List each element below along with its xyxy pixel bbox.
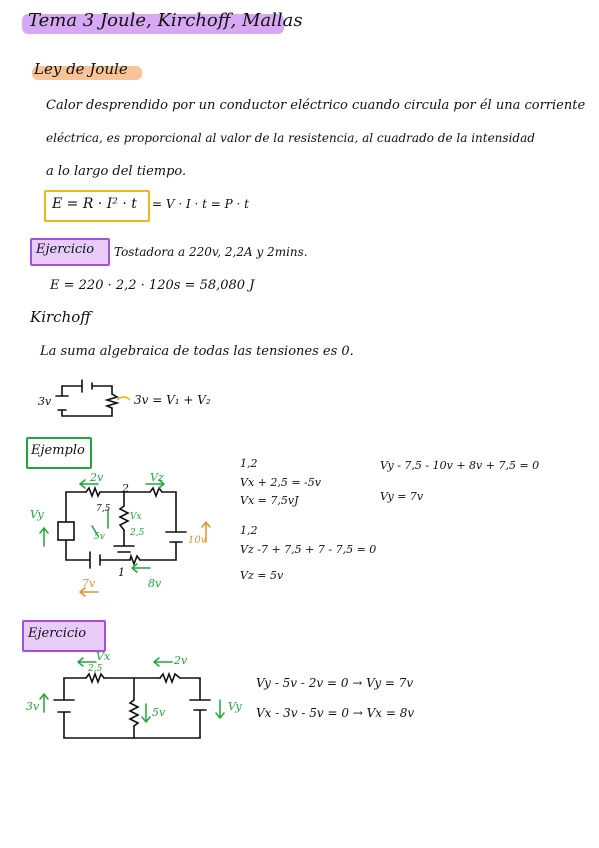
- ejemplo-label-middle-25: 2,5: [130, 528, 145, 538]
- ejemplo-label-top-left-current: 2v: [90, 471, 104, 484]
- ejercicio2-label: Ejercicio: [28, 626, 87, 641]
- ejemplo-eq-col2-1: Vy = 7v: [380, 490, 424, 503]
- ejercicio1-label: Ejercicio: [36, 242, 95, 257]
- ejemplo-eq-col1b-2: Vz = 5v: [240, 569, 284, 582]
- ejercicio2-label-right-vy: Vy: [228, 700, 242, 713]
- ejercicio2-label-top-left: Vx: [96, 650, 111, 663]
- ejemplo-label-top-right: Vz: [150, 471, 164, 484]
- ejemplo-label-left-vy: Vy: [30, 508, 44, 521]
- joule-formula-box: [44, 190, 150, 222]
- ejercicio2-label-middle-5v: 5v: [152, 706, 166, 719]
- ejemplo-eq-col1-0: 1,2: [240, 457, 258, 470]
- page-title: Tema 3 Joule, Kirchoff, Mallas: [28, 10, 303, 31]
- ejemplo-label-bottom-left: 7v: [82, 577, 96, 590]
- joule-description-line1: Calor desprendido por un conductor eléct…: [46, 98, 586, 113]
- joule-heading-highlight: [32, 66, 142, 80]
- kirchoff-law: La suma algebraica de todas las tensione…: [40, 344, 354, 359]
- ejercicio1-statement: Tostadora a 220v, 2,2A y 2mins.: [114, 245, 308, 259]
- ejercicio2-equation-0: Vy - 5v - 2v = 0 → Vy = 7v: [256, 676, 414, 690]
- ejemplo-label-box: [26, 437, 92, 469]
- ejercicio2-label-left-3v: 3v: [26, 700, 40, 713]
- ejemplo-label-right-10v: 10v: [188, 535, 207, 546]
- ejemplo-eq-col1-1: Vx + 2,5 = -5v: [240, 476, 321, 489]
- ejercicio2-equation-1: Vx - 3v - 5v = 0 → Vx = 8v: [256, 706, 415, 720]
- kirchoff-circuit-equation: 3v = V₁ + V₂: [134, 393, 211, 407]
- joule-description-line3: a lo largo del tiempo.: [46, 164, 187, 179]
- ejercicio2-label-box: [22, 620, 106, 652]
- kirchoff-circuit-left-label: 3v: [38, 395, 52, 408]
- ejemplo-eq-col1b-1: Vz -7 + 7,5 + 7 - 7,5 = 0: [240, 543, 377, 556]
- ejemplo-eq-col1-2: Vx = 7,5vJ: [240, 494, 299, 507]
- ejercicio1-solution: E = 220 · 2,2 · 120s = 58,080 J: [50, 278, 255, 293]
- ejemplo-label-left-5v: 5v: [94, 532, 105, 542]
- joule-formula-boxed: E = R · I² · t: [52, 196, 137, 212]
- ejemplo-label-node-top: 2: [122, 482, 129, 495]
- ejemplo-label: Ejemplo: [31, 443, 85, 458]
- ejercicio2-label-top-right: 2v: [174, 654, 188, 667]
- ejemplo-label-middle-res: 7,5: [96, 504, 111, 514]
- ejemplo-label-node-bottom: 1: [118, 566, 125, 579]
- title-highlight: [22, 14, 284, 34]
- joule-heading: Ley de Joule: [34, 60, 128, 78]
- ejemplo-eq-col1b-0: 1,2: [240, 524, 258, 537]
- ejercicio2-label-top-left-sub: 2,5: [88, 664, 103, 674]
- ejercicio1-label-box: [30, 238, 110, 266]
- ejemplo-label-middle-vx: Vx: [130, 512, 142, 522]
- joule-description-line2: eléctrica, es proporcional al valor de l…: [46, 131, 535, 145]
- joule-formula-rest: = V · I · t = P · t: [152, 197, 250, 211]
- kirchoff-heading: Kirchoff: [30, 308, 91, 326]
- ejemplo-eq-col2-0: Vy - 7,5 - 10v + 8v + 7,5 = 0: [380, 459, 540, 472]
- ejemplo-label-bottom-right: 8v: [148, 577, 162, 590]
